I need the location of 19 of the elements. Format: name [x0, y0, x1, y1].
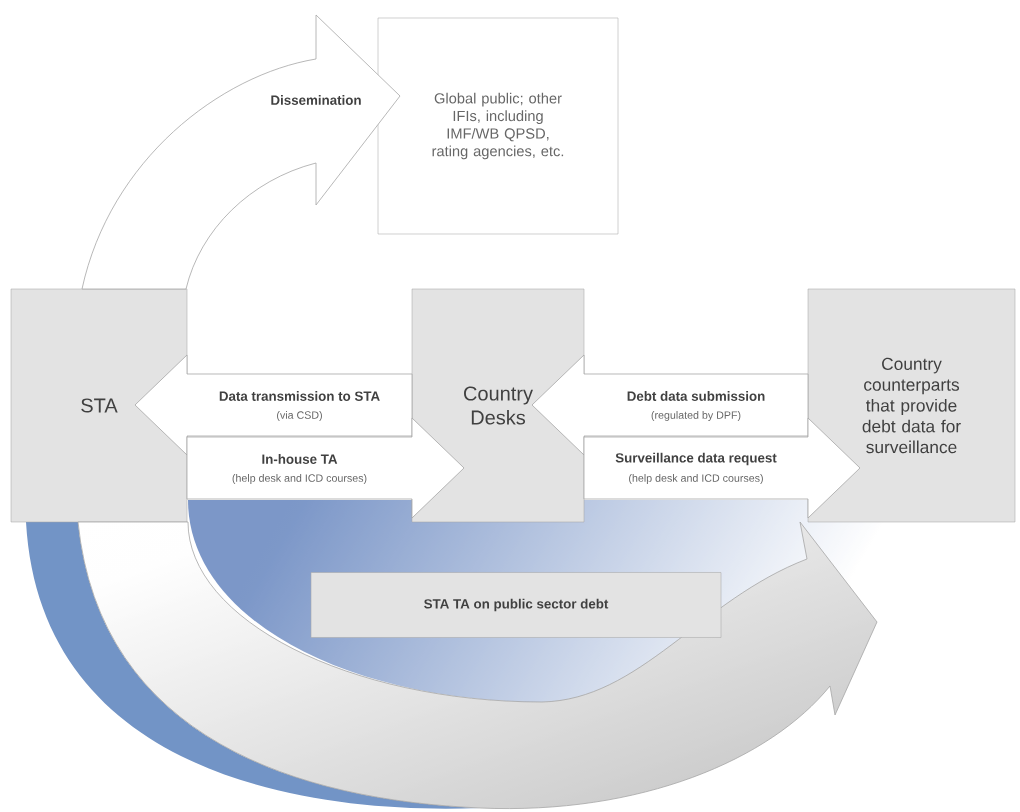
edge-label: STA TA on public sector debt: [310, 572, 722, 638]
edge-label: Debt data submission: [627, 391, 765, 401]
edge-label: Dissemination: [271, 95, 361, 105]
note-text: (regulated by DPF): [651, 411, 741, 421]
edge-label: Data transmission to STA: [219, 391, 380, 401]
note-text: (help desk and ICD courses): [629, 474, 763, 484]
block-arrow: [583, 417, 861, 519]
curved-block-arrow: [77, 521, 878, 809]
note-text: (help desk and ICD courses): [232, 474, 367, 484]
edge-label: In-house TA: [262, 454, 338, 464]
box: STA: [10, 288, 188, 523]
box: Country counterparts that provide debt data for surveillance: [807, 288, 1016, 523]
note-text: (via CSD): [277, 411, 322, 421]
block-arrow: [134, 354, 413, 456]
block-arrow: [186, 417, 465, 519]
block-arrow: [531, 354, 809, 456]
box: Global public; other IFIs, including IMF/WB QPSD, rating agencies, etc.: [377, 17, 619, 235]
edge-label: Surveillance data request: [615, 452, 777, 466]
curved-block-arrow: [81, 14, 401, 290]
